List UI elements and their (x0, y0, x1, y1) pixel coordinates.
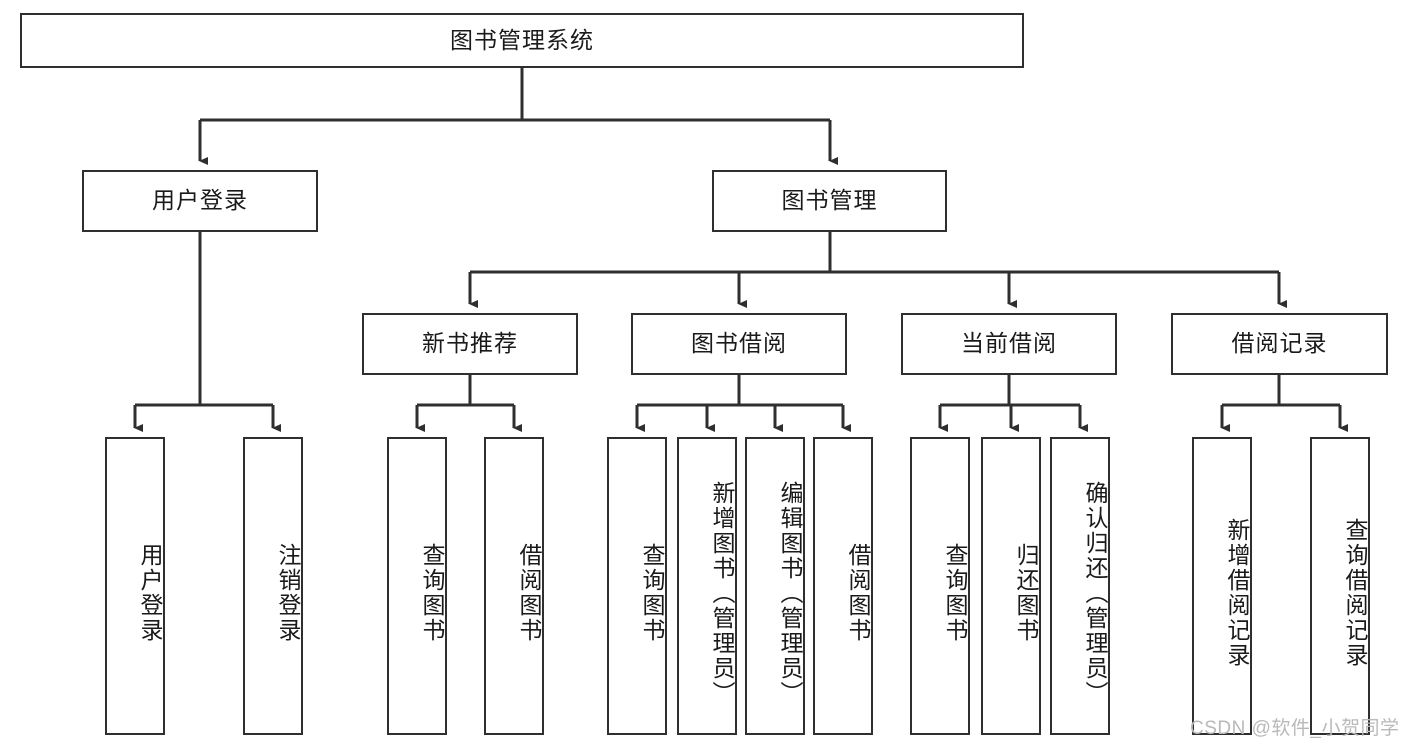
node-leaf-return-book[interactable]: 归还图书 (981, 437, 1041, 735)
node-leaf-edit-book[interactable]: 编辑图书（管理员） (745, 437, 805, 735)
node-leaf-logout[interactable]: 注销登录 (243, 437, 303, 735)
node-leaf-query-record[interactable]: 查询借阅记录 (1310, 437, 1370, 735)
node-leaf-add-record[interactable]: 新增借阅记录 (1192, 437, 1252, 735)
node-leaf-query-book-1[interactable]: 查询图书 (387, 437, 447, 735)
node-leaf-user-login[interactable]: 用户登录 (105, 437, 165, 735)
node-leaf-query-book-3[interactable]: 查询图书 (910, 437, 970, 735)
node-current-borrow[interactable]: 当前借阅 (901, 313, 1117, 375)
node-borrow-record[interactable]: 借阅记录 (1171, 313, 1388, 375)
node-new-book-recommend[interactable]: 新书推荐 (362, 313, 578, 375)
node-leaf-borrow-book-1[interactable]: 借阅图书 (484, 437, 544, 735)
node-leaf-query-book-2[interactable]: 查询图书 (607, 437, 667, 735)
node-leaf-borrow-book-2[interactable]: 借阅图书 (813, 437, 873, 735)
node-leaf-add-book[interactable]: 新增图书（管理员） (677, 437, 737, 735)
node-root-system[interactable]: 图书管理系统 (20, 13, 1024, 68)
node-leaf-confirm-return[interactable]: 确认归还（管理员） (1050, 437, 1110, 735)
node-book-management[interactable]: 图书管理 (712, 170, 947, 232)
node-book-borrow[interactable]: 图书借阅 (631, 313, 847, 375)
node-user-login[interactable]: 用户登录 (82, 170, 318, 232)
